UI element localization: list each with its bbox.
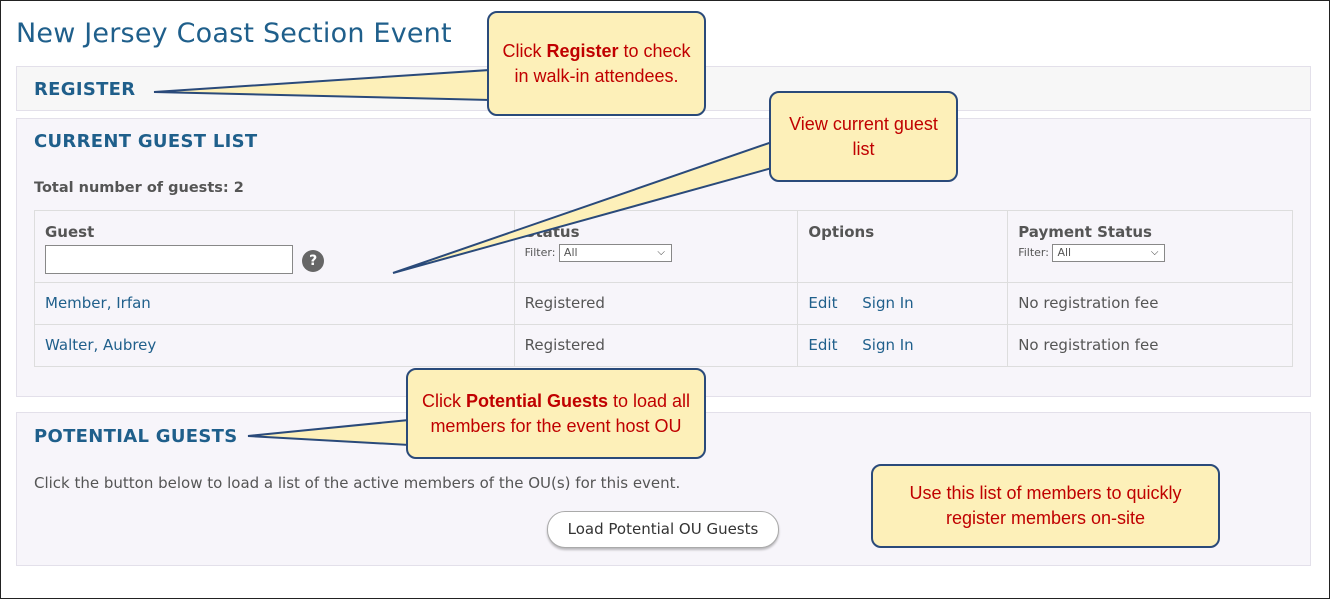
sign-in-link[interactable]: Sign In [862,336,914,354]
guest-name-link[interactable]: Walter, Aubrey [45,336,157,354]
table-row: Walter, Aubrey Registered Edit Sign In N… [34,324,1293,367]
payment-filter-select[interactable]: All ⌵ [1052,244,1166,262]
total-guests: Total number of guests: 2 [34,180,244,196]
potential-guests-callout: Click Potential Guests to load all membe… [406,368,706,459]
sign-in-link[interactable]: Sign In [862,294,914,312]
payment-filter-value: All [1057,246,1072,259]
payment-column-header: Payment Status Filter: All ⌵ [1007,210,1293,283]
chevron-down-icon: ⌵ [657,247,665,258]
payment-filter-label: Filter: [1018,246,1049,259]
chevron-down-icon: ⌵ [1150,247,1159,258]
guest-table: Guest ? Status Filter: All ⌵ Option [34,210,1293,367]
payment-cell: No registration fee [1007,282,1293,325]
options-column-label: Options [808,223,875,241]
guest-list-callout: View current guest list [769,91,958,182]
register-callout: Click Register to check in walk-in atten… [487,11,706,116]
guest-search-input[interactable] [45,245,293,274]
guest-list-callout-text: View current guest list [789,113,938,159]
guest-list-heading: CURRENT GUEST LIST [34,131,258,152]
potential-guests-callout-text: Click Potential Guests to load all membe… [421,390,691,436]
payment-filter: Filter: All ⌵ [1018,244,1282,262]
status-cell: Registered [513,324,799,367]
help-icon[interactable]: ? [302,249,325,272]
status-filter-label: Filter: [524,246,556,259]
guest-name-cell: Walter, Aubrey [34,324,515,367]
members-callout-text: Use this list of members to quickly regi… [909,483,1182,528]
table-header-row: Guest ? Status Filter: All ⌵ Option [34,210,1293,283]
register-heading[interactable]: REGISTER [34,79,136,100]
potential-guests-description: Click the button below to load a list of… [34,474,681,492]
options-cell: Edit Sign In [797,324,1009,367]
status-filter: Filter: All ⌵ [525,244,788,262]
status-cell: Registered [513,282,799,325]
guest-column-label: Guest [45,223,95,241]
register-callout-text: Click Register to check in walk-in atten… [502,40,691,86]
status-column-label: Status [524,223,580,241]
edit-link[interactable]: Edit [808,294,838,312]
edit-link[interactable]: Edit [808,336,838,354]
options-column-header: Options [797,210,1009,283]
status-column-header: Status Filter: All ⌵ [513,210,799,283]
payment-column-label: Payment Status [1018,223,1152,241]
payment-cell: No registration fee [1007,324,1293,367]
load-potential-guests-button[interactable]: Load Potential OU Guests [547,511,779,548]
members-callout: Use this list of members to quickly regi… [871,464,1220,548]
guest-name-cell: Member, Irfan [34,282,515,325]
potential-guests-heading[interactable]: POTENTIAL GUESTS [34,426,238,447]
options-cell: Edit Sign In [797,282,1009,325]
status-filter-value: All [563,246,578,259]
guest-list-panel: CURRENT GUEST LIST Total number of guest… [16,118,1311,397]
page-title: New Jersey Coast Section Event [16,18,452,49]
guest-column-header: Guest ? [34,210,515,283]
table-row: Member, Irfan Registered Edit Sign In No… [34,282,1293,325]
guest-name-link[interactable]: Member, Irfan [45,294,151,312]
status-filter-select[interactable]: All ⌵ [558,244,672,262]
